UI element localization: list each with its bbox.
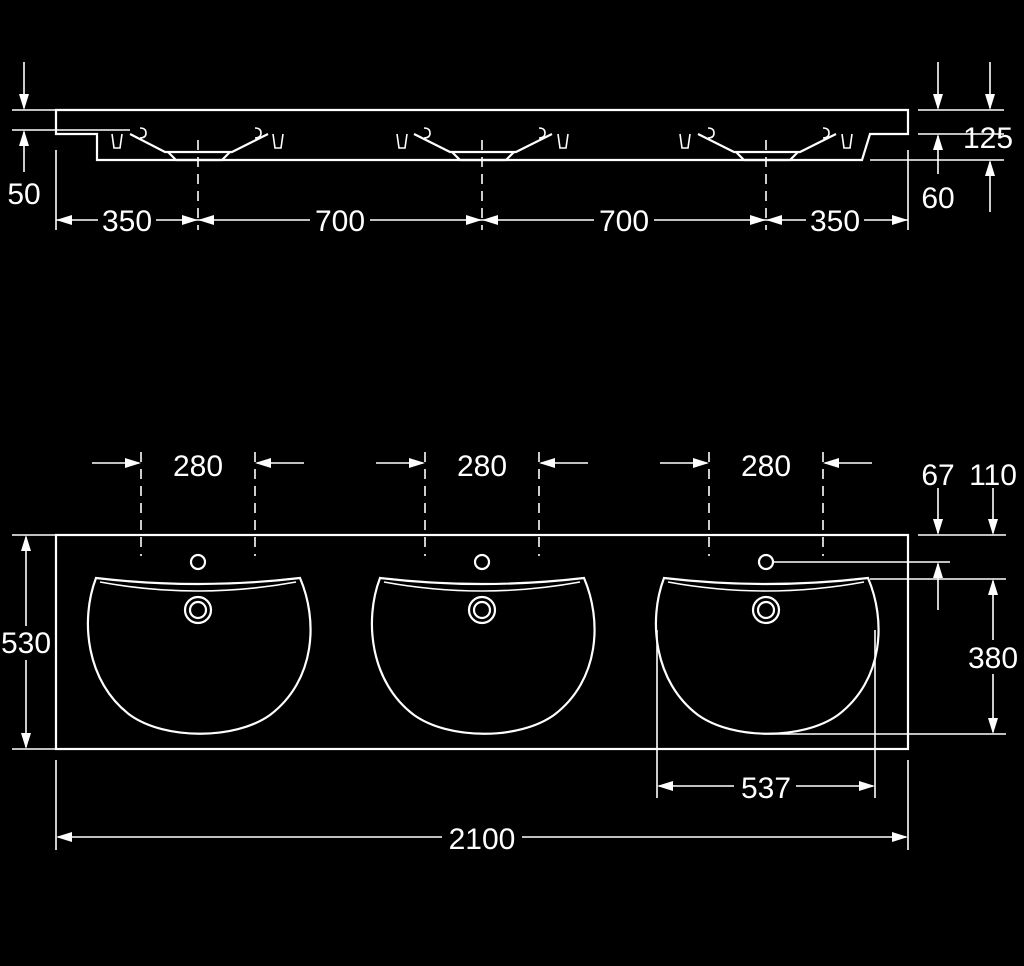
side-view-hook — [423, 127, 431, 139]
side-view-dim-arrows — [56, 215, 908, 225]
side-view-hook — [139, 127, 147, 139]
side-view-hole — [111, 133, 123, 149]
side-view-hook — [707, 127, 715, 139]
top-view-tap-arrows — [92, 458, 872, 468]
side-view-hole — [679, 133, 691, 149]
dim-side-125: 125 — [963, 122, 1013, 155]
dim-2100: 2100 — [449, 823, 516, 856]
side-view-slab — [54, 108, 910, 162]
dim-side-700-left: 700 — [315, 205, 365, 238]
dim-side-350-left: 350 — [102, 205, 152, 238]
dim-537: 537 — [741, 772, 791, 805]
dim-tap-280-3: 280 — [741, 450, 791, 483]
side-view-hole — [396, 133, 408, 149]
dim-side-350-right: 350 — [810, 205, 860, 238]
side-view-hole — [841, 133, 853, 149]
side-view-bowl-2 — [413, 133, 553, 154]
dim-side-700-right: 700 — [599, 205, 649, 238]
side-view-drain-2 — [451, 151, 515, 162]
dim-side-50: 50 — [7, 178, 40, 211]
drain-icon — [751, 595, 781, 625]
side-view-bowl-1 — [129, 133, 269, 154]
basin-2 — [370, 553, 596, 735]
top-view: 280 280 280 67 110 380 530 — [0, 450, 1022, 856]
tap-hole-icon — [757, 553, 775, 571]
dim-380: 380 — [968, 642, 1018, 675]
dim-side-60: 60 — [921, 182, 954, 215]
side-view-hook — [538, 127, 546, 139]
drain-icon — [183, 595, 213, 625]
tap-hole-icon — [473, 553, 491, 571]
basin-1 — [86, 553, 312, 735]
side-view-drain-1 — [167, 151, 231, 162]
side-view-hook — [822, 127, 830, 139]
side-view-bowl-3 — [697, 133, 837, 154]
dim-530: 530 — [1, 627, 51, 660]
tap-hole-icon — [189, 553, 207, 571]
dim-tap-280-2: 280 — [457, 450, 507, 483]
drain-icon — [467, 595, 497, 625]
side-view: 350 700 700 350 50 125 60 — [7, 62, 1013, 238]
dim-110: 110 — [969, 459, 1017, 492]
side-view-drain-3 — [735, 151, 799, 162]
basin-3 — [654, 553, 880, 735]
side-view-hook — [254, 127, 262, 139]
dim-tap-280-1: 280 — [173, 450, 223, 483]
dim-67: 67 — [921, 459, 954, 492]
side-view-hole — [272, 133, 284, 149]
top-view-counter — [54, 533, 910, 751]
side-view-hole — [557, 133, 569, 149]
